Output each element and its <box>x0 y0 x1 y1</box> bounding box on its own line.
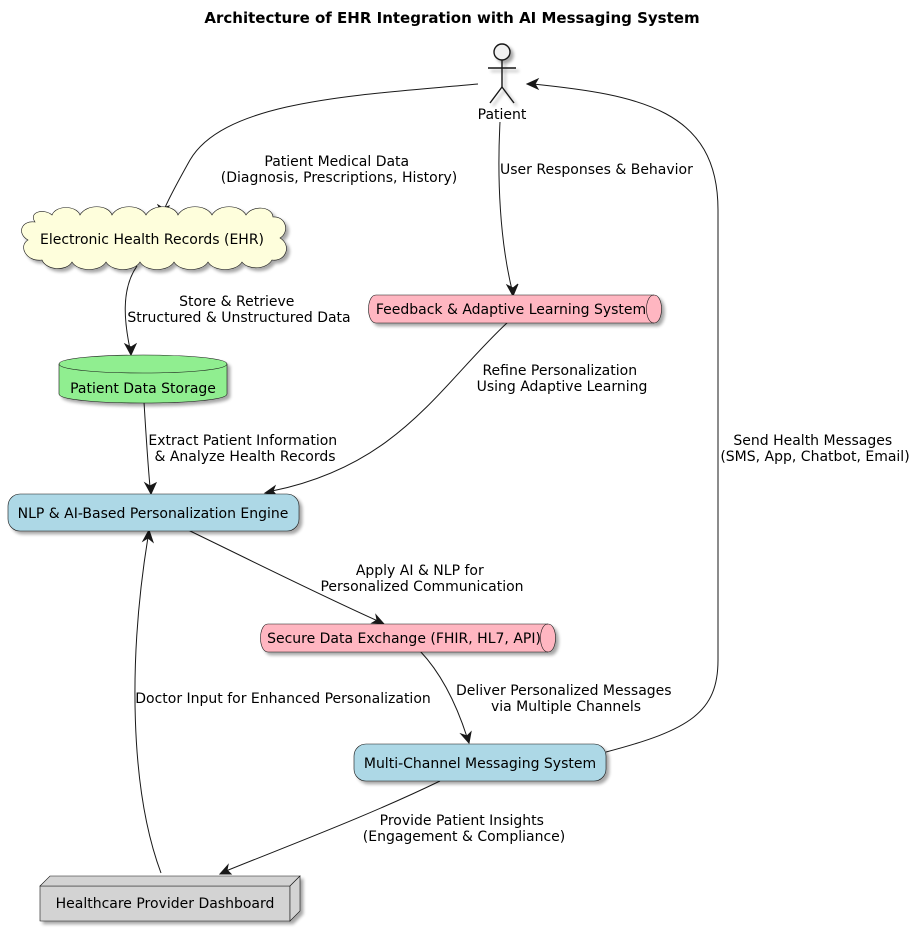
edge-label-line: Using Adaptive Learning <box>477 379 648 395</box>
edge-label: Deliver Personalized Messages via Multip… <box>456 683 676 715</box>
storage-label: Patient Data Storage <box>70 381 216 397</box>
arrowhead-patient <box>525 77 540 91</box>
patient-label: Patient <box>478 107 527 123</box>
nlp-label: NLP & AI-Based Personalization Engine <box>18 506 289 522</box>
edge-label: Store & Retrieve Structured & Unstructur… <box>127 294 350 326</box>
edge-label: Send Health Messages (SMS, App, Chatbot,… <box>720 433 909 465</box>
edge-label: Doctor Input for Enhanced Personalizatio… <box>135 691 431 707</box>
node-messaging-system[interactable]: Multi-Channel Messaging System <box>353 743 607 782</box>
dashboard-label: Healthcare Provider Dashboard <box>56 896 275 912</box>
edge-label-line: Provide Patient Insights <box>380 813 544 829</box>
node-nlp-engine[interactable]: NLP & AI-Based Personalization Engine <box>7 493 300 532</box>
cloud-shape <box>21 206 287 270</box>
node-feedback-system[interactable]: Feedback & Adaptive Learning System <box>368 294 662 324</box>
arrowhead-dashboard <box>218 863 233 875</box>
rounded-rect-shape <box>7 493 300 532</box>
edge-label: Provide Patient Insights (Engagement & C… <box>363 813 565 845</box>
arrowhead-messaging <box>459 730 472 745</box>
edge-label-line: Extract Patient Information <box>148 433 337 449</box>
edge-label-line: Structured & Unstructured Data <box>127 310 350 326</box>
edge-label-line: (Engagement & Compliance) <box>363 829 565 845</box>
edge-storage-to-nlp <box>143 401 151 488</box>
edge-label: User Responses & Behavior <box>500 162 693 178</box>
edge-label-line: Deliver Personalized Messages <box>456 683 672 699</box>
edge-label-line: Refine Personalization <box>482 363 637 379</box>
box-side-shape <box>289 875 301 922</box>
arrowhead-exchange <box>370 613 386 625</box>
edge-labels: Patient Medical Data (Diagnosis, Prescri… <box>127 154 909 845</box>
edge-label-line: Apply AI & NLP for <box>356 563 484 579</box>
edge-messaging-to-dashboard <box>225 780 441 872</box>
edge-label-line: (SMS, App, Chatbot, Email) <box>720 449 909 465</box>
edge-label-line: Store & Retrieve <box>179 294 294 310</box>
diagram-title: Architecture of EHR Integration with AI … <box>204 9 699 27</box>
arrowhead-feedback <box>505 283 519 298</box>
exchange-label: Secure Data Exchange (FHIR, HL7, API) <box>267 631 541 647</box>
box-top-shape <box>39 875 301 887</box>
arrowhead-storage <box>123 342 138 357</box>
database-shape <box>58 354 228 404</box>
edge-patient-to-feedback <box>498 121 513 291</box>
edge-nlp-to-exchange <box>187 529 379 622</box>
node-patient[interactable] <box>488 43 516 104</box>
edge-label-line: User Responses & Behavior <box>500 162 693 178</box>
edge-dashboard-to-nlp <box>134 536 162 874</box>
arrowhead-nlp-from-dashboard <box>141 528 155 544</box>
edge-label: Refine Personalization Using Adaptive Le… <box>477 363 648 395</box>
edge-label-line: via Multiple Channels <box>491 699 641 715</box>
edge-label-line: & Analyze Health Records <box>154 449 335 465</box>
edge-patient-to-ehr <box>163 83 479 211</box>
edge-label: Patient Medical Data (Diagnosis, Prescri… <box>221 154 457 186</box>
edge-messaging-to-patient <box>532 83 719 753</box>
arrowhead-nlp-from-storage <box>143 481 158 496</box>
edge-feedback-to-nlp <box>271 321 509 492</box>
node-patient-data-storage[interactable]: Patient Data Storage <box>58 354 228 404</box>
edge-label-line: Personalized Communication <box>320 579 523 595</box>
stick-figure-icon <box>488 43 516 104</box>
edge-label-line: Send Health Messages <box>733 433 892 449</box>
node-provider-dashboard[interactable]: Healthcare Provider Dashboard <box>39 875 301 922</box>
edge-label-line: (Diagnosis, Prescriptions, History) <box>221 170 457 186</box>
edge-ehr-to-storage <box>124 265 138 350</box>
feedback-label: Feedback & Adaptive Learning System <box>376 302 646 318</box>
edges <box>123 77 719 875</box>
edge-label-line: Patient Medical Data <box>264 154 409 170</box>
edge-exchange-to-messaging <box>419 650 468 738</box>
rounded-rect-shape <box>353 743 607 782</box>
edge-label: Apply AI & NLP for Personalized Communic… <box>320 563 523 595</box>
ehr-label: Electronic Health Records (EHR) <box>40 232 264 248</box>
messaging-label: Multi-Channel Messaging System <box>364 756 596 772</box>
edge-label: Extract Patient Information & Analyze He… <box>148 433 341 465</box>
node-secure-data-exchange[interactable]: Secure Data Exchange (FHIR, HL7, API) <box>260 623 556 653</box>
node-ehr[interactable]: Electronic Health Records (EHR) <box>21 206 287 270</box>
edge-label-line: Doctor Input for Enhanced Personalizatio… <box>135 691 431 707</box>
